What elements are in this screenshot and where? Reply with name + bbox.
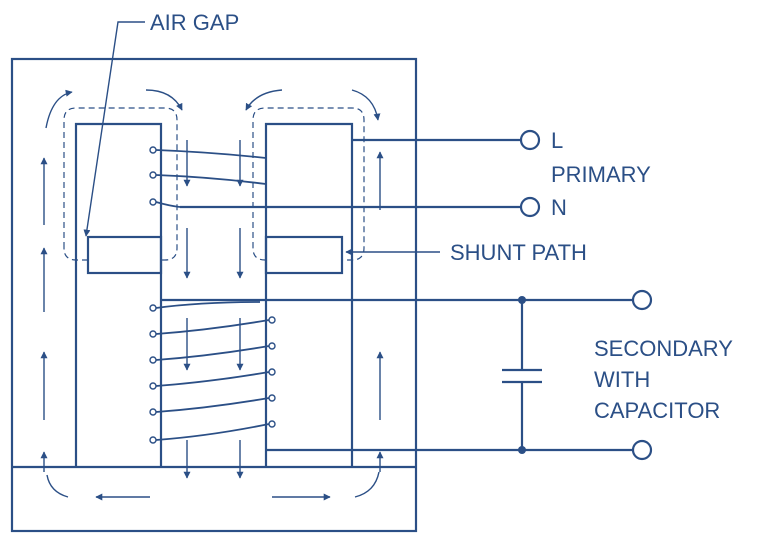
- flux-arrows: [40, 89, 384, 501]
- coil-dot: [268, 368, 276, 376]
- shunts: [86, 235, 344, 275]
- terminal-secondary-top[interactable]: [631, 289, 653, 311]
- core: [10, 57, 418, 533]
- leaders: [83, 21, 440, 256]
- primary-winding: [155, 201, 181, 208]
- flux-loop-right: [252, 107, 365, 261]
- terminal-n-label: N: [551, 195, 567, 220]
- flux-arrow: [145, 89, 183, 111]
- coil-dot: [149, 356, 157, 364]
- primary-label: PRIMARY: [551, 162, 651, 187]
- secondary-label-line2: WITH: [594, 367, 650, 392]
- air-gap-leader: [83, 21, 145, 237]
- left-window: [74, 122, 163, 467]
- coil-dot: [268, 342, 276, 350]
- flux-arrow: [354, 471, 380, 498]
- terminal-n[interactable]: [519, 196, 541, 218]
- secondary-winding: [155, 301, 261, 309]
- secondary-coil: [149, 301, 276, 444]
- terminal-l-label: L: [551, 128, 563, 153]
- coil-dot: [149, 408, 157, 416]
- secondary-wiring: [161, 289, 653, 461]
- flux-arrow: [46, 474, 69, 498]
- primary-winding: [155, 149, 267, 159]
- coil-dot: [149, 382, 157, 390]
- coil-dot: [268, 420, 276, 428]
- coil-dot: [149, 171, 157, 179]
- flux-loop-left: [63, 107, 178, 261]
- primary-wiring: [180, 129, 541, 218]
- coil-dot: [149, 436, 157, 444]
- coil-dot: [149, 330, 157, 338]
- secondary-winding: [155, 371, 270, 387]
- coil-dot: [149, 304, 157, 312]
- coil-dot: [268, 316, 276, 324]
- flux-arrow: [245, 89, 283, 111]
- secondary-label-line1: SECONDARY: [594, 336, 733, 361]
- labels: AIR GAP L PRIMARY N SHUNT PATH SECONDARY…: [150, 10, 733, 423]
- secondary-winding: [155, 397, 270, 413]
- primary-winding: [155, 174, 267, 185]
- coil-dot: [149, 146, 157, 154]
- terminal-l[interactable]: [519, 129, 541, 151]
- coil-dot: [268, 394, 276, 402]
- terminal-secondary-bottom[interactable]: [631, 439, 653, 461]
- air-gap-label: AIR GAP: [150, 10, 239, 35]
- secondary-winding: [155, 423, 270, 441]
- flux-arrow: [45, 89, 73, 129]
- shunt-left: [86, 235, 163, 275]
- core-outline: [10, 57, 418, 533]
- shunt-right: [264, 235, 344, 275]
- secondary-winding: [155, 345, 270, 361]
- flux-arrow: [351, 89, 381, 121]
- secondary-label-line3: CAPACITOR: [594, 398, 720, 423]
- coil-dot: [149, 198, 157, 206]
- right-window: [264, 122, 354, 467]
- secondary-winding: [155, 319, 270, 335]
- flux-loops: [63, 107, 365, 261]
- shunt-path-label: SHUNT PATH: [450, 240, 587, 265]
- primary-coil: [149, 146, 267, 208]
